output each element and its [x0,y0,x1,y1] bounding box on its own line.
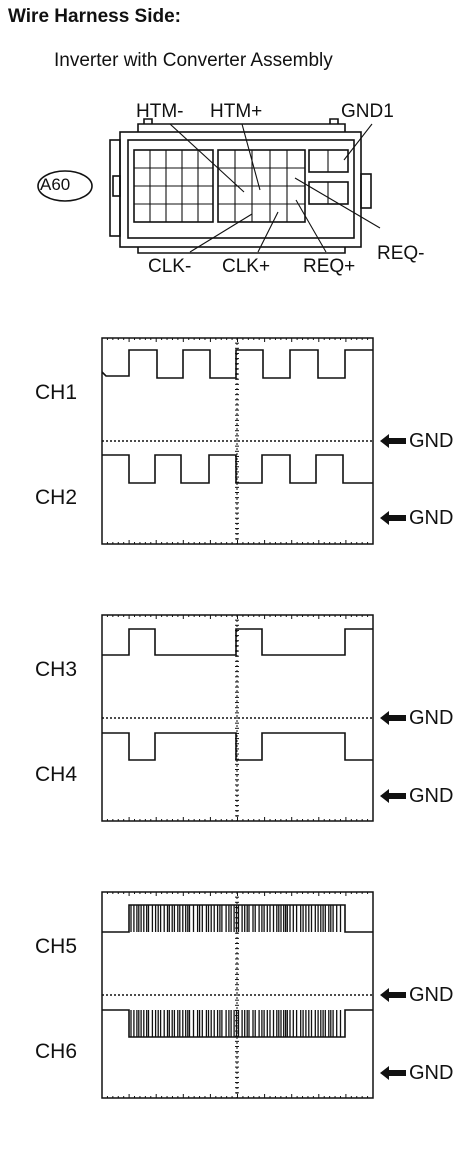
clk-plus-leader [257,211,279,253]
ch3-waveform [102,628,373,656]
gnd1-leader [343,123,373,161]
clk-minus-leader [189,213,253,253]
page-title: Wire Harness Side: [8,6,182,27]
channel-label-ch6: CH6 [35,1040,78,1063]
gnd-label: GND [409,984,454,1006]
channel-label-ch5: CH5 [35,935,78,958]
gnd-arrow-icon [380,988,406,1002]
gnd-arrow-icon [380,1066,406,1080]
pin-label-clk-minus: CLK- [148,256,192,277]
pin-label-htm-plus: HTM+ [210,101,263,122]
connector-title: Inverter with Converter Assembly [54,50,333,71]
connector-id-label: A60 [40,175,71,194]
channel-label-ch4: CH4 [35,763,78,786]
req-minus-leader [294,177,381,229]
channel-label-ch3: CH3 [35,658,78,681]
ch6-waveform-burst [130,1010,342,1037]
htm-minus-leader [169,123,245,193]
gnd-label: GND [409,507,454,529]
gnd-arrow-icon [380,434,406,448]
channel-label-ch2: CH2 [35,486,78,509]
gnd-arrow-icon [380,711,406,725]
gnd-label: GND [409,1062,454,1084]
connector-id-badge [37,170,93,202]
pin-label-req-plus: REQ+ [303,256,356,277]
ch5-waveform-burst [130,905,342,932]
htm-plus-leader [241,123,261,191]
pin-label-gnd1: GND1 [341,101,394,122]
pin-label-htm-minus: HTM- [136,101,184,122]
ch1-waveform [101,349,373,379]
scope-grid-ticks [106,892,369,1098]
gnd-arrow-icon [380,511,406,525]
gnd-label: GND [409,430,454,452]
gnd-arrow-icon [380,789,406,803]
pin-label-clk-plus: CLK+ [222,256,271,277]
scope-grid-ticks [106,338,369,544]
req-plus-leader [295,199,327,253]
connector-diagram [37,118,381,254]
scope-grid-ticks [106,615,369,821]
ch4-waveform [102,732,373,761]
channel-label-ch1: CH1 [35,381,78,404]
ch2-waveform [102,454,373,484]
gnd-label: GND [409,707,454,729]
pin-label-req-minus: REQ- [377,243,425,264]
gnd-label: GND [409,785,454,807]
